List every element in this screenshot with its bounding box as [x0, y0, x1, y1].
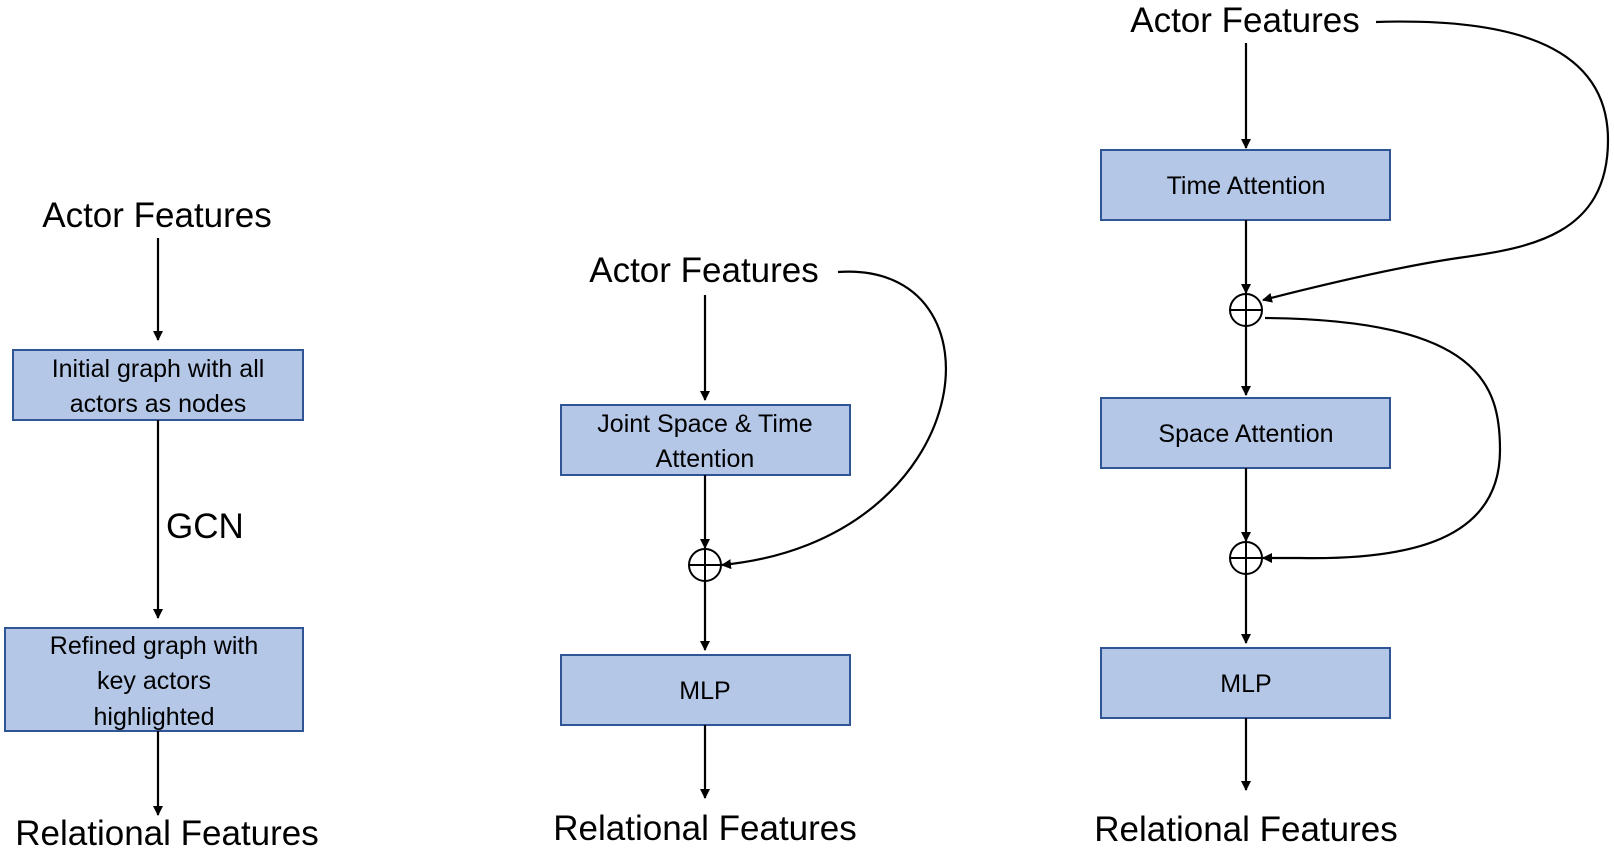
- panel-c-space-attention-label: Space Attention: [1158, 420, 1333, 448]
- panel-c-residual-arrow-1: [1262, 20, 1610, 303]
- panel-a-gcn-label: GCN: [166, 507, 244, 546]
- panel-c-sum-node-2: [1229, 541, 1263, 575]
- panel-a-initial-graph-line-1: Initial graph with all: [52, 355, 265, 383]
- panel-c-time-attention-box: [1100, 149, 1391, 221]
- panel-a: Actor Features Initial graph with all ac…: [4, 196, 319, 852]
- panel-c-space-attention-box: [1100, 397, 1391, 469]
- panel-b-sum-node: [688, 548, 722, 582]
- panel-c-mlp-label: MLP: [1220, 670, 1271, 698]
- panel-c-residual-arrow-2: [1262, 316, 1502, 563]
- panel-b-input-label: Actor Features: [589, 251, 819, 290]
- panel-b: Actor Features Joint Space & Time Attent…: [553, 251, 947, 848]
- panel-a-input-label: Actor Features: [42, 196, 272, 235]
- panel-c-sum-node-1: [1229, 293, 1263, 327]
- panel-b-joint-attention-box: [560, 404, 851, 476]
- panel-a-refined-graph-line-3: highlighted: [94, 703, 215, 731]
- panel-b-joint-attention-line-1: Joint Space & Time: [597, 410, 812, 438]
- panel-a-output-label: Relational Features: [15, 814, 319, 852]
- panel-a-initial-graph-line-2: actors as nodes: [70, 390, 247, 418]
- panel-a-refined-graph-line-1: Refined graph with: [50, 632, 258, 660]
- panel-c-output-label: Relational Features: [1094, 810, 1398, 849]
- panel-b-mlp-box: [560, 654, 851, 726]
- panel-a-refined-graph-line-2: key actors: [97, 667, 211, 695]
- panel-b-joint-attention-line-2: Attention: [656, 445, 755, 473]
- panel-c-time-attention-label: Time Attention: [1167, 172, 1326, 200]
- panel-b-residual-arrow: [721, 270, 947, 570]
- panel-b-output-label: Relational Features: [553, 809, 857, 848]
- panel-c: Actor Features Time Attention Space Atte…: [1094, 1, 1610, 849]
- panel-a-refined-graph-box: [4, 627, 304, 732]
- panel-c-input-label: Actor Features: [1130, 1, 1360, 40]
- panel-b-mlp-label: MLP: [679, 677, 730, 705]
